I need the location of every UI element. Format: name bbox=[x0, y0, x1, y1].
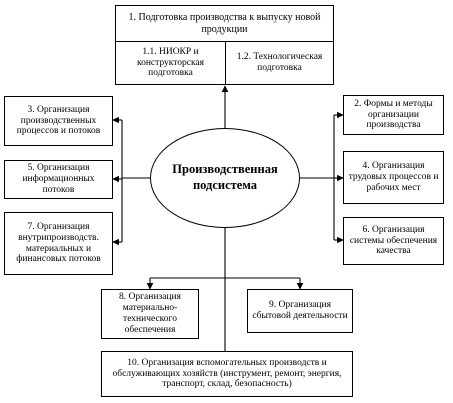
box-1-preparation: 1. Подготовка производства к выпуску нов… bbox=[115, 5, 334, 42]
production-subsystem-ellipse: Производственная подсистема bbox=[150, 128, 300, 228]
box-8-supply: 8. Организация материально-технического … bbox=[101, 289, 199, 339]
box-4-labour: 4. Организация трудовых процессов и рабо… bbox=[343, 151, 444, 204]
box-1-2-technology: 1.2. Технологическая подготовка bbox=[225, 41, 334, 85]
box-1-1-rnd: 1.1. НИОКР и конструкторская подготовка bbox=[115, 41, 226, 85]
box-3-processes: 3. Организация производственных процессо… bbox=[4, 96, 113, 146]
box-2-forms-methods: 2. Формы и методы организации производст… bbox=[343, 95, 444, 135]
box-10-auxiliary: 10. Организация вспомогательных производ… bbox=[101, 351, 353, 397]
box-9-sales: 9. Организация сбытовой деятельности bbox=[247, 289, 353, 333]
box-5-information: 5. Организация информационных потоков bbox=[4, 160, 113, 199]
box-6-quality: 6. Организация системы обеспечения качес… bbox=[343, 217, 444, 265]
box-7-material-finance: 7. Организация внутрипроизводств. матери… bbox=[4, 212, 113, 275]
